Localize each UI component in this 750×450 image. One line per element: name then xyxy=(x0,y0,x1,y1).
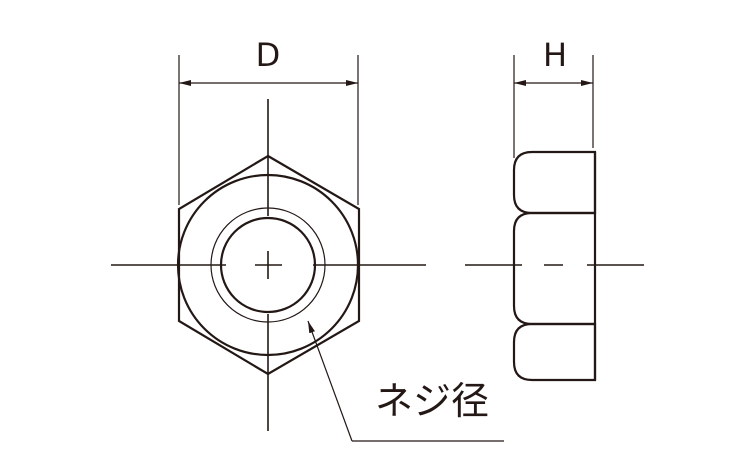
center-lines xyxy=(111,99,426,431)
side-face-top xyxy=(512,150,597,215)
d-dimension: D xyxy=(178,36,359,205)
thread-diameter-label: ネジ径 xyxy=(375,379,489,423)
side-view: H xyxy=(465,36,644,382)
thread-leader: ネジ径 xyxy=(307,320,504,442)
h-dimension: H xyxy=(513,36,594,158)
dimension-label-h: H xyxy=(543,36,567,74)
dimension-label-d: D xyxy=(256,36,281,74)
front-view: D ネジ径 xyxy=(111,36,504,442)
side-face-middle xyxy=(512,211,595,326)
side-face-bottom xyxy=(512,322,597,382)
